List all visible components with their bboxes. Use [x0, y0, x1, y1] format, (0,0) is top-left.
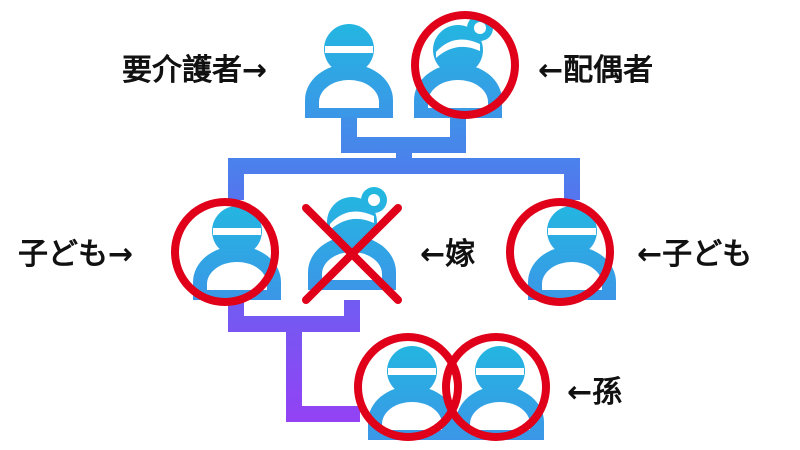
- label-child-left: 子ども→: [18, 237, 133, 272]
- label-child-right: ←子ども: [637, 237, 752, 272]
- red-marks: [171, 11, 614, 441]
- label-spouse: ←配偶者: [538, 53, 653, 88]
- circle-mark-icon-grandchild-left: [354, 333, 462, 441]
- label-grandchild: ←孫: [567, 375, 622, 410]
- connector-parents: [341, 118, 466, 153]
- tree-connectors: [228, 118, 580, 422]
- circle-mark-icon-child-left: [171, 198, 279, 306]
- label-caregiver: 要介護者→: [122, 53, 267, 88]
- label-daughter-in-law: ←嫁: [420, 237, 475, 272]
- connector-couple-left: [228, 300, 360, 332]
- circle-mark-icon-spouse: [411, 11, 519, 119]
- connector-children: [228, 158, 580, 200]
- circle-mark-icon-child-right: [506, 198, 614, 306]
- person-icon-daughter-in-law: [308, 187, 396, 290]
- circle-mark-icon-grandchild-right: [442, 333, 550, 441]
- cross-mark-icon-daughter-in-law: [302, 204, 402, 304]
- person-icon-caregiver: [305, 24, 393, 118]
- connector-to-grandchildren: [286, 324, 360, 422]
